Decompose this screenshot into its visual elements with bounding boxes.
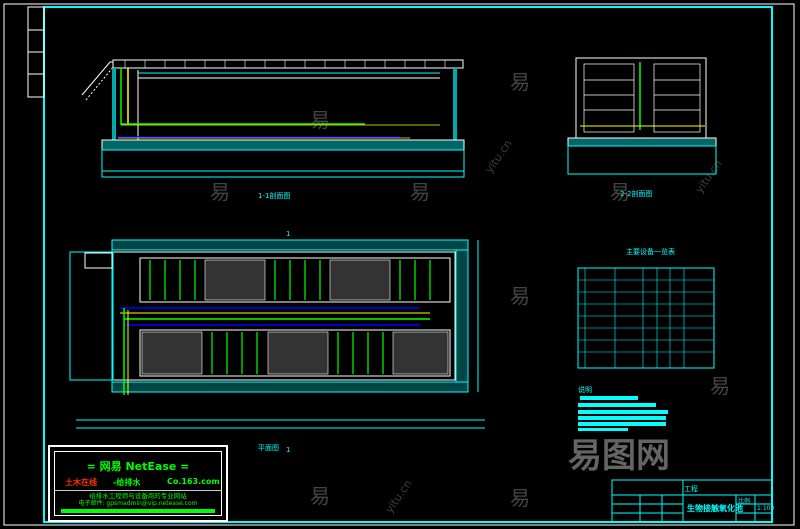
title-block-header: 工程 (684, 485, 698, 493)
title-block (611, 479, 773, 523)
plan-title: 平面图 (258, 444, 279, 452)
watermark-glyph: 易 (610, 180, 630, 204)
plan-view: 1 1 平面图 (69, 230, 485, 454)
logo-bar (61, 509, 215, 513)
netease-logo-box: = 网易 NetEase = 土木在线 -给排水 Co.163.com 给排水工… (48, 445, 228, 522)
watermark-glyph: 易 (210, 180, 230, 204)
table-title: 主要设备一览表 (626, 247, 675, 256)
drawing-frame (43, 6, 773, 523)
watermark-glyph: 易 (510, 70, 530, 94)
watermark-glyph: 易 (310, 484, 330, 508)
watermark-glyph: 易 (310, 108, 330, 132)
outer-border (3, 3, 795, 526)
scale-value: 1:100 (757, 505, 775, 512)
section-marker-bottom: 1 (286, 446, 290, 454)
watermark-glyph: 易 (510, 284, 530, 308)
watermark-glyph: 易 (710, 374, 730, 398)
drawing-name: 生物接触氧化池 (687, 504, 743, 513)
equipment-table: 主要设备一览表 说明 (577, 247, 715, 431)
logo-site-green: -给排水 (113, 478, 141, 487)
section-1-1-title: 1-1剖面图 (258, 191, 290, 200)
logo-title: = 网易 NetEase = (86, 460, 190, 473)
section-2-2-title: 2-2剖面图 (620, 189, 652, 198)
logo-tagline: 给排水工程师与设备商的专业网站 (89, 492, 187, 500)
notes-title: 说明 (578, 385, 592, 394)
watermark-glyph: 易 (410, 180, 430, 204)
section-1-1: 1-1剖面图 (81, 59, 465, 200)
logo-domain: Co.163.com (167, 477, 220, 486)
scale-label: 比例 (738, 498, 751, 505)
watermark-brand: 易图网 (568, 436, 670, 476)
section-marker-top: 1 (286, 230, 290, 238)
section-2-2: 2-2剖面图 (567, 57, 717, 198)
logo-email: 电子邮件: gpsmadmin@vip.netease.com (78, 500, 198, 507)
logo-site-red: 土木在线 (65, 478, 97, 487)
watermark-glyph: 易 (510, 486, 530, 510)
